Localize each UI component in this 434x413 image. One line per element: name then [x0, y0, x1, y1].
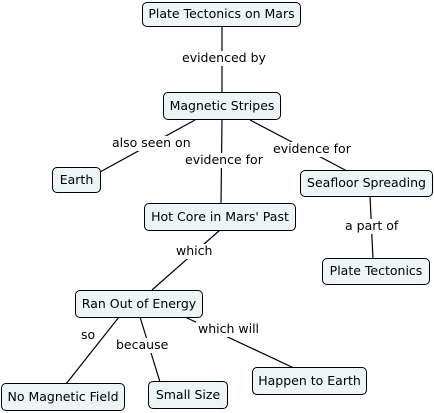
node-seafloor-spreading[interactable]: Seafloor Spreading	[300, 170, 433, 197]
link-label-also-seen-on: also seen on	[110, 135, 193, 151]
node-magnetic-stripes[interactable]: Magnetic Stripes	[163, 92, 281, 120]
node-plate-tectonics-on-mars[interactable]: Plate Tectonics on Mars	[142, 2, 301, 27]
link-label-which: which	[174, 243, 215, 259]
node-plate-tectonics[interactable]: Plate Tectonics	[322, 258, 430, 285]
link-label-evidence-for-seafloor: evidence for	[271, 141, 353, 157]
node-earth[interactable]: Earth	[52, 167, 101, 193]
node-ran-out-of-energy[interactable]: Ran Out of Energy	[75, 290, 203, 318]
node-happen-to-earth[interactable]: Happen to Earth	[252, 367, 367, 395]
link-label-because: because	[114, 337, 171, 353]
edge-core-to-ran-out	[151, 229, 221, 291]
link-label-so: so	[79, 327, 98, 343]
node-small-size[interactable]: Small Size	[148, 381, 228, 409]
node-no-magnetic-field[interactable]: No Magnetic Field	[1, 383, 125, 411]
link-label-evidence-for-core: evidence for	[183, 152, 265, 168]
link-label-evidenced-by: evidenced by	[180, 50, 268, 66]
node-hot-core[interactable]: Hot Core in Mars' Past	[144, 203, 296, 231]
link-label-which-will: which will	[196, 321, 262, 337]
link-label-a-part-of: a part of	[343, 218, 401, 234]
edge-ran-out-to-no-field	[65, 316, 120, 385]
